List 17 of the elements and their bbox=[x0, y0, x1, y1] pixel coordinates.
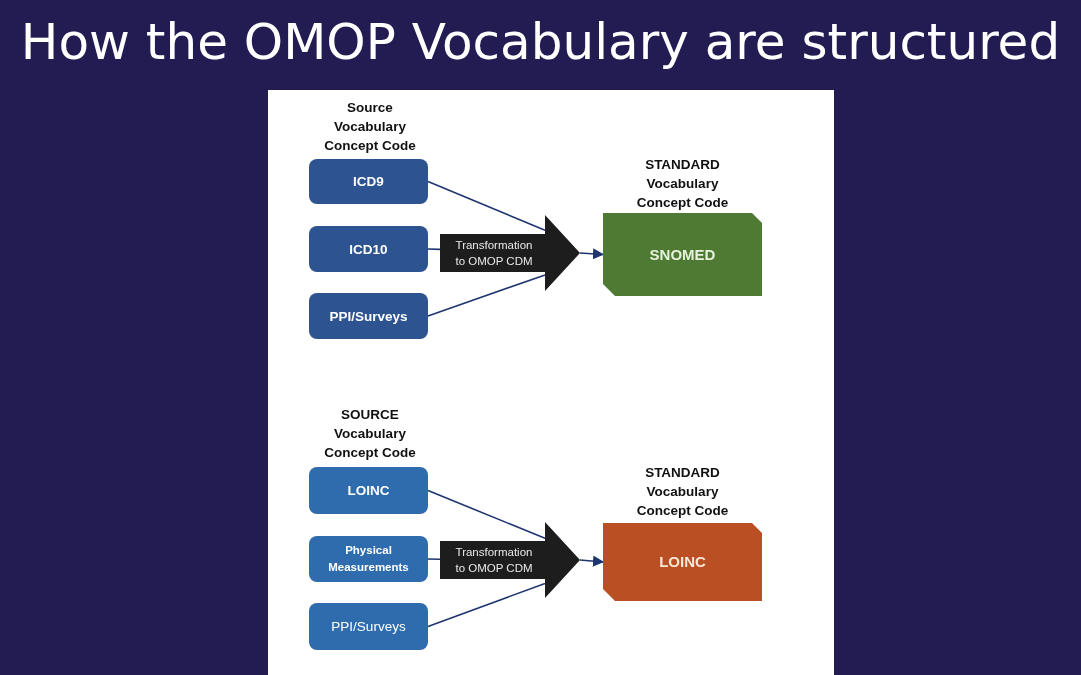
column-heading: Source Vocabulary Concept Code bbox=[323, 99, 417, 155]
source-code-box: PPI/Surveys bbox=[309, 293, 428, 339]
source-code-box: Physical Measurements bbox=[309, 536, 428, 582]
code-label: LOINC bbox=[658, 552, 707, 572]
source-code-box: ICD9 bbox=[309, 159, 428, 204]
arrow bbox=[579, 248, 605, 260]
source-code-box: ICD10 bbox=[309, 226, 428, 272]
column-heading: STANDARD Vocabulary Concept Code bbox=[635, 464, 730, 520]
arrow-label: Transformation to OMOP CDM bbox=[454, 545, 534, 576]
source-code-box: LOINC bbox=[309, 467, 428, 514]
arrow-label: Transformation to OMOP CDM bbox=[454, 238, 534, 269]
code-label: SNOMED bbox=[648, 244, 717, 265]
arrow bbox=[579, 555, 605, 567]
column-heading: STANDARD Vocabulary Concept Code bbox=[635, 156, 730, 212]
slide-title: How the OMOP Vocabulary are structured bbox=[19, 12, 1062, 72]
source-code-box: PPI/Surveys bbox=[309, 603, 428, 650]
column-heading: SOURCE Vocabulary Concept Code bbox=[323, 406, 417, 462]
